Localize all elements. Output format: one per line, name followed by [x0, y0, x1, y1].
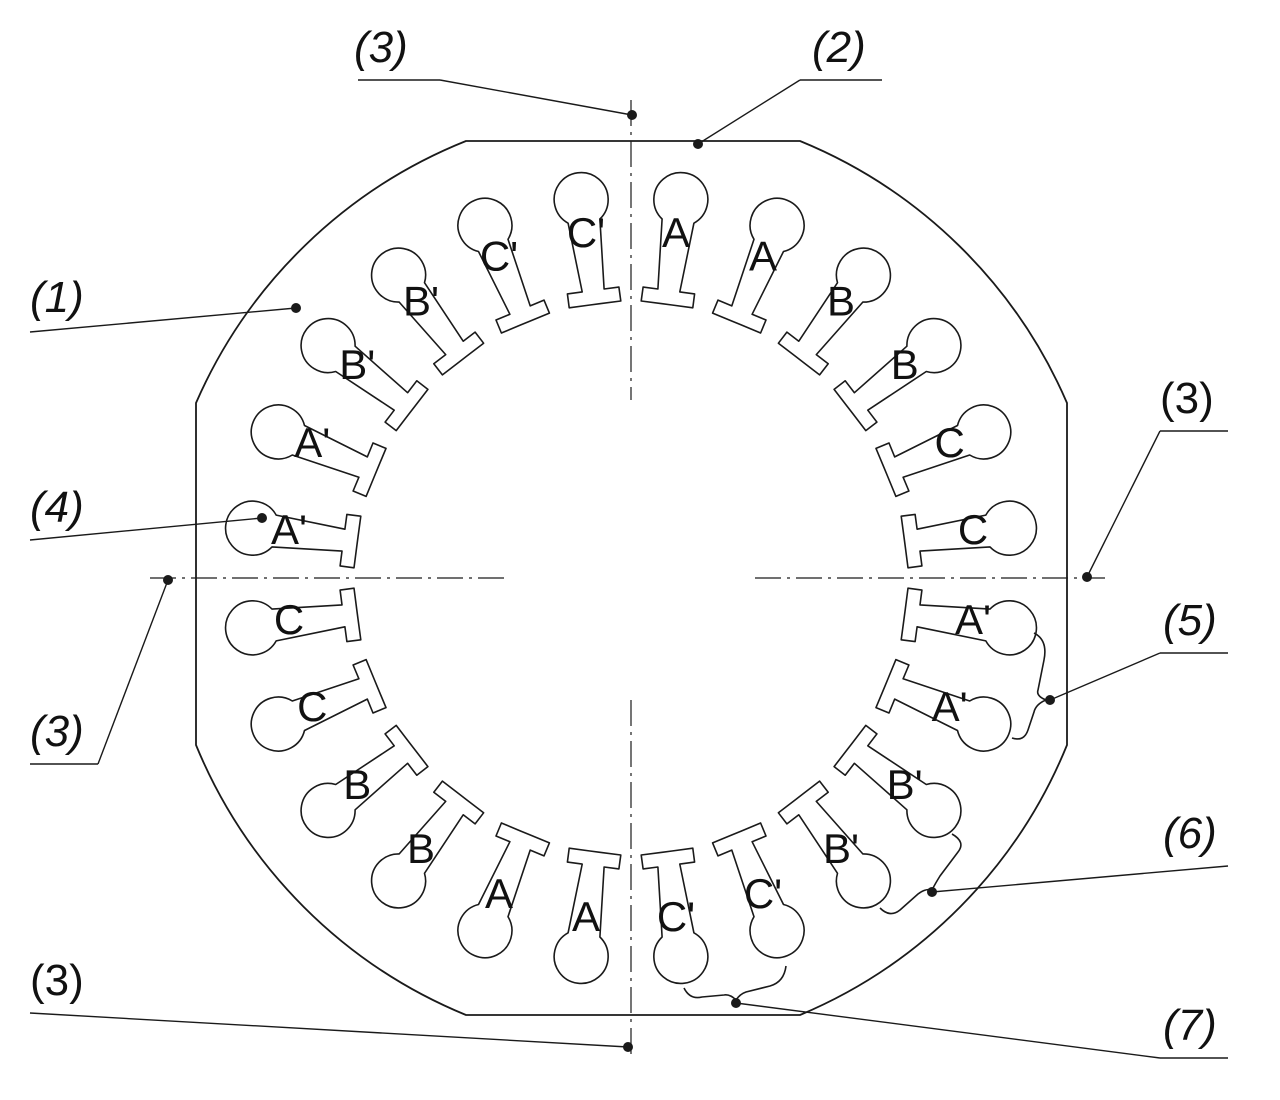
slot-winding-label: B	[407, 825, 435, 872]
callout-5: (5)	[1163, 596, 1217, 645]
slot-winding-label: C'	[744, 870, 782, 917]
slot-winding-label: C'	[480, 232, 518, 279]
slot-winding-label: A	[662, 209, 690, 256]
stator-slot	[457, 822, 551, 959]
stator-slot	[553, 171, 622, 309]
slot-winding-label: A'	[932, 683, 968, 730]
leader-2-dot	[693, 139, 703, 149]
slot-winding-label: B	[343, 761, 371, 808]
leader-5-dot	[1045, 695, 1055, 705]
leader-3-top-diag	[439, 79, 633, 116]
stator-slot	[640, 171, 709, 309]
leader-7	[735, 1002, 1161, 1059]
leader-3-bottom	[29, 1012, 629, 1048]
slot-winding-label: A	[749, 232, 777, 279]
leader-4	[29, 517, 263, 541]
slot-winding-label: B'	[339, 341, 375, 388]
slot-winding-label: B	[827, 277, 855, 324]
stator-slot	[250, 658, 387, 752]
stator-slots	[224, 171, 1038, 985]
slot-winding-label: A	[572, 893, 600, 940]
stator-slot	[833, 724, 962, 839]
stator-slot	[250, 404, 387, 498]
slot-winding-label: C	[935, 419, 965, 466]
leader-3-right-dot	[1082, 572, 1092, 582]
callout-3-left: (3)	[30, 707, 84, 756]
slot-winding-label: C'	[657, 893, 695, 940]
slot-winding-label: B	[891, 341, 919, 388]
leader-3-bottom-dot	[623, 1042, 633, 1052]
callout-1: (1)	[30, 273, 84, 322]
leader-2	[697, 79, 801, 145]
leader-7-dot	[731, 998, 741, 1008]
slot-winding-label: C	[274, 596, 304, 643]
leader-5	[1049, 652, 1161, 701]
leader-3-left	[97, 579, 169, 765]
callout-3-right: (3)	[1160, 374, 1214, 423]
slot-winding-label: A	[485, 870, 513, 917]
stator-slot	[900, 500, 1038, 569]
callout-7: (7)	[1163, 1001, 1217, 1050]
slot-winding-label: B'	[887, 761, 923, 808]
stator-slot	[875, 404, 1012, 498]
slot-winding-label: C	[297, 683, 327, 730]
stator-slot	[300, 724, 429, 839]
leader-3-left-dot	[163, 575, 173, 585]
stator-slot	[777, 247, 892, 376]
slot-winding-label: C	[958, 506, 988, 553]
callout-3-bottom: (3)	[30, 956, 84, 1005]
leader-1-dot	[291, 303, 301, 313]
leader-3-right	[1086, 430, 1161, 578]
slot-winding-label: C'	[567, 209, 605, 256]
leader-4-dot	[257, 513, 267, 523]
leader-6-dot	[927, 887, 937, 897]
stator-slot	[300, 317, 429, 432]
callout-4: (4)	[30, 483, 84, 532]
slot-winding-label: A'	[271, 506, 307, 553]
slot-winding-label: B'	[823, 825, 859, 872]
stator-slot	[711, 197, 805, 334]
stator-slot	[640, 847, 709, 985]
callout-2: (2)	[812, 23, 866, 72]
stator-slot	[875, 658, 1012, 752]
stator-slot	[370, 247, 485, 376]
stator-slot	[553, 847, 622, 985]
stator-slot	[457, 197, 551, 334]
stator-slot	[833, 317, 962, 432]
slot-winding-label: A'	[294, 419, 330, 466]
leader-1	[29, 307, 297, 333]
slot-winding-label: B'	[403, 277, 439, 324]
callout-6: (6)	[1163, 809, 1217, 858]
callout-3-top: (3)	[354, 23, 408, 72]
slot-winding-label: A'	[955, 596, 991, 643]
leader-3-top-dot	[627, 110, 637, 120]
stator-slot	[224, 587, 362, 656]
leader-6	[931, 865, 1229, 893]
stator-slot	[711, 822, 805, 959]
stator-slot	[370, 780, 485, 909]
stator-slot	[777, 780, 892, 909]
